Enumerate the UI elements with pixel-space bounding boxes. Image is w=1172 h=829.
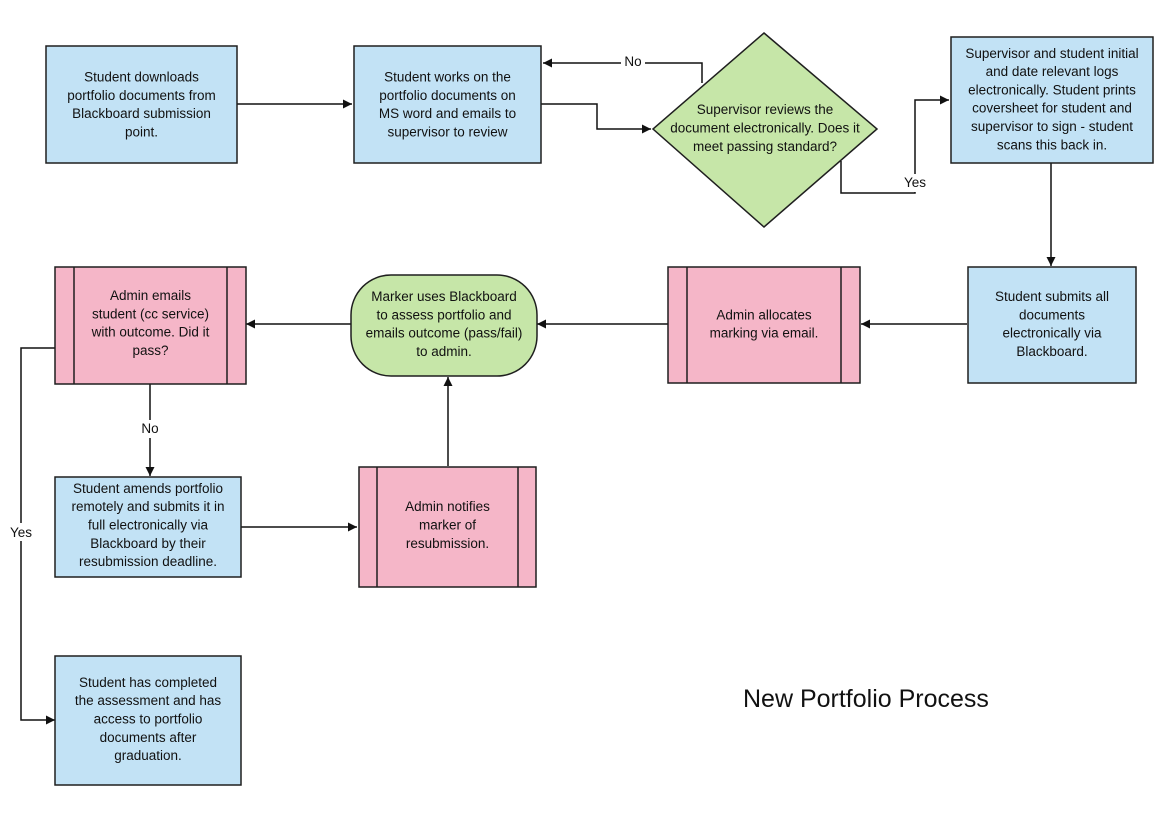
works-line: portfolio documents on — [379, 88, 516, 103]
review-yes-label: Yes — [904, 175, 926, 190]
diagram-title: New Portfolio Process — [743, 685, 989, 713]
submit-all-line: electronically via — [1002, 326, 1102, 341]
edge-review-no-to-works — [543, 58, 703, 83]
node-submit-all-label: Student submits all documents electronical… — [995, 289, 1109, 359]
amend-line: Student amends portfolio — [73, 481, 223, 496]
node-notify-label: Admin notifies marker of resubmission. — [405, 499, 490, 551]
download-line: Student downloads — [84, 70, 199, 85]
works-line: MS word and emails to — [379, 106, 516, 121]
pass-yes-label: Yes — [10, 525, 32, 540]
allocate-line: Admin allocates — [716, 307, 812, 322]
node-works-label: Student works on the portfolio documents … — [379, 70, 516, 140]
notify-line: Admin notifies — [405, 499, 490, 514]
node-initial-label: Supervisor and student initial and date r… — [965, 46, 1138, 153]
admin-email-line: student (cc service) — [92, 306, 209, 321]
initial-line: supervisor to sign - student — [971, 119, 1133, 134]
pass-no-label: No — [141, 421, 158, 436]
completed-line: graduation. — [114, 748, 182, 763]
notify-line: marker of — [419, 518, 476, 533]
node-review-label: Supervisor reviews the document electroni… — [670, 102, 860, 154]
node-amend: Student amends portfolio remotely and sub… — [54, 476, 242, 578]
works-line: supervisor to review — [387, 124, 507, 139]
initial-line: coversheet for student and — [972, 101, 1132, 116]
edge-review-yes-to-initial — [840, 95, 949, 194]
node-marker-label: Marker uses Blackboard to assess portfoli… — [366, 289, 523, 359]
node-review-decision: Supervisor reviews the document electroni… — [651, 32, 879, 228]
admin-email-line: with outcome. Did it — [91, 325, 210, 340]
completed-line: the assessment and has — [75, 693, 222, 708]
completed-line: access to portfolio — [94, 712, 203, 727]
submit-all-line: Student submits all — [995, 289, 1109, 304]
edge-labels: No Yes No Yes — [6, 53, 930, 541]
edge-works-to-review — [540, 103, 651, 134]
completed-line: documents after — [100, 730, 197, 745]
submit-all-line: documents — [1019, 307, 1085, 322]
allocate-line: marking via email. — [710, 326, 819, 341]
review-line: Supervisor reviews the — [697, 102, 834, 117]
node-notify: Admin notifies marker of resubmission. — [358, 466, 537, 588]
node-download-label: Student downloads portfolio documents fro… — [67, 70, 216, 140]
marker-line: to admin. — [416, 344, 472, 359]
download-line: point. — [125, 124, 158, 139]
review-line: document electronically. Does it — [670, 121, 860, 136]
node-admin-email-label: Admin emails student (cc service) with out… — [91, 288, 210, 358]
initial-line: and date relevant logs — [986, 64, 1119, 79]
download-line: Blackboard submission — [72, 106, 211, 121]
node-allocate-label: Admin allocates marking via email. — [710, 307, 819, 340]
admin-email-line: Admin emails — [110, 288, 191, 303]
amend-line: remotely and submits it in — [71, 499, 224, 514]
node-amend-label: Student amends portfolio remotely and sub… — [71, 481, 224, 569]
review-line: meet passing standard? — [693, 139, 837, 154]
marker-line: Marker uses Blackboard — [371, 289, 517, 304]
amend-line: full electronically via — [88, 518, 209, 533]
download-line: portfolio documents from — [67, 88, 216, 103]
node-allocate: Admin allocates marking via email. — [667, 266, 861, 384]
node-completed-label: Student has completed the assessment and … — [75, 675, 222, 763]
node-completed: Student has completed the assessment and … — [54, 655, 242, 786]
node-download: Student downloads portfolio documents fro… — [45, 45, 238, 164]
notify-line: resubmission. — [406, 536, 489, 551]
initial-line: electronically. Student prints — [968, 82, 1136, 97]
admin-email-line: pass? — [132, 343, 168, 358]
amend-line: Blackboard by their — [90, 536, 206, 551]
marker-line: emails outcome (pass/fail) — [366, 326, 523, 341]
amend-line: resubmission deadline. — [79, 554, 217, 569]
initial-line: scans this back in. — [997, 137, 1107, 152]
works-line: Student works on the — [384, 70, 511, 85]
marker-line: to assess portfolio and — [376, 307, 511, 322]
node-admin-email: Admin emails student (cc service) with out… — [54, 266, 247, 385]
review-no-label: No — [624, 54, 641, 69]
node-submit-all: Student submits all documents electronical… — [967, 266, 1137, 384]
node-initial: Supervisor and student initial and date r… — [950, 36, 1154, 164]
initial-line: Supervisor and student initial — [965, 46, 1138, 61]
completed-line: Student has completed — [79, 675, 217, 690]
node-works: Student works on the portfolio documents … — [353, 45, 542, 164]
submit-all-line: Blackboard. — [1016, 344, 1087, 359]
node-marker: Marker uses Blackboard to assess portfoli… — [350, 274, 538, 377]
